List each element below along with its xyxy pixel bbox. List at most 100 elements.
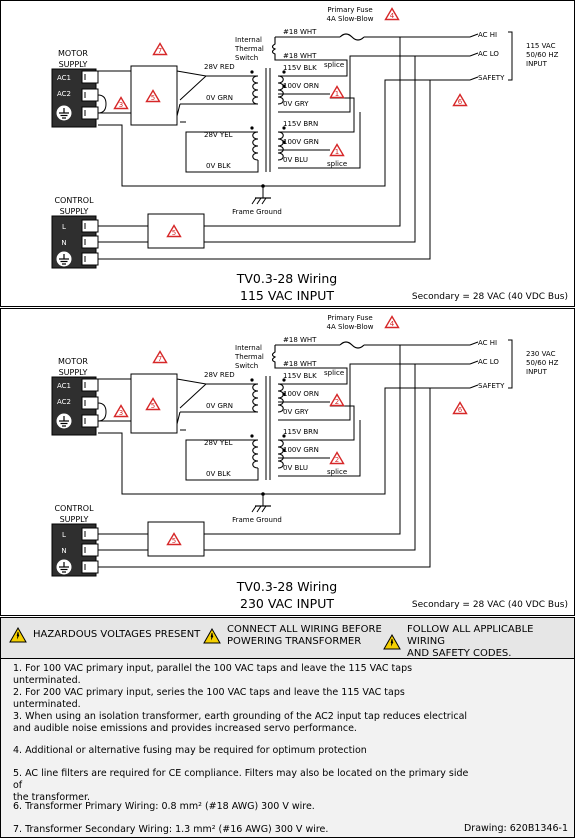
warning-line2: AND SAFETY CODES. — [407, 648, 512, 659]
note-marker-icon — [166, 532, 182, 546]
wire — [278, 367, 348, 385]
control-supply-label: CONTROL — [54, 504, 94, 513]
terminal-lead — [469, 360, 479, 365]
input-label: INPUT — [526, 368, 548, 376]
note-line: 2. For 200 VAC primary input, series the… — [13, 687, 405, 710]
wire-label: #18 WHT — [283, 336, 317, 344]
wire — [204, 344, 470, 535]
secondary-lead-label: 0V BLK — [206, 162, 231, 170]
control-pin-label: N — [61, 239, 66, 247]
screw-terminal — [81, 70, 99, 84]
motor-supply-label: MOTOR — [58, 357, 88, 366]
note-2: 2. For 200 VAC primary input, series the… — [13, 687, 473, 711]
caution-icon — [383, 634, 401, 650]
thermal-label: Switch — [235, 362, 258, 370]
note-marker-number: 7 — [158, 47, 162, 55]
note-5: 5. AC line filters are required for CE c… — [13, 768, 473, 804]
primary-lead-label: 100V ORN — [283, 82, 319, 90]
primary-lead-label: 115V BRN — [283, 428, 318, 436]
primary-lead-label: 115V BLK — [283, 372, 317, 380]
splice-label: splice — [327, 468, 347, 476]
primary-lead-label: 0V GRY — [283, 408, 309, 416]
primary-lead-label: 115V BLK — [283, 64, 317, 72]
thermal-switch-symbol — [271, 345, 282, 369]
note-line: 6. Transformer Primary Wiring: 0.8 mm² (… — [13, 801, 315, 812]
wire — [176, 70, 207, 77]
note-line: 4. Additional or alternative fusing may … — [13, 745, 367, 756]
primary-lead-label: 115V BRN — [283, 120, 318, 128]
junction-dot — [261, 184, 265, 188]
frame-ground-hatch — [251, 505, 257, 513]
splice-label: splice — [327, 160, 347, 168]
screw-terminal — [81, 543, 99, 557]
warning-line2: POWERING TRANSFORMER — [227, 636, 362, 647]
warning-line1: CONNECT ALL WIRING BEFORE — [227, 624, 382, 635]
note-marker-number: 5 — [151, 94, 155, 102]
warning-hazardous: HAZARDOUS VOLTAGES PRESENT — [9, 627, 200, 643]
transformer-winding — [277, 75, 284, 105]
fuse-symbol — [339, 341, 365, 349]
screw-terminal — [81, 560, 99, 574]
note-marker-icon — [329, 393, 345, 407]
note-marker-number: 5 — [151, 402, 155, 410]
note-marker-number: 3 — [119, 409, 123, 417]
wire — [204, 55, 470, 243]
note-marker-number: 5 — [172, 537, 176, 545]
thermal-label: Thermal — [234, 45, 264, 53]
secondary-lead-label: 28V YEL — [204, 439, 233, 447]
caution-icon — [203, 628, 221, 644]
note-marker-icon — [145, 397, 161, 411]
note-marker-number: 2 — [335, 456, 339, 464]
frame-ground-hatch — [251, 197, 257, 205]
screw-terminal — [81, 396, 99, 410]
motor-pin-label: AC2 — [57, 398, 71, 406]
diagram-title: TV0.3-28 Wiring — [236, 271, 337, 286]
polarity-dot — [282, 84, 286, 88]
note-marker-number: 7 — [158, 355, 162, 363]
terminal-label: SAFETY — [478, 74, 505, 82]
polarity-dot — [282, 448, 286, 452]
control-pin-label: L — [62, 223, 66, 231]
input-label: 50/60 HZ — [526, 359, 559, 367]
primary-lead-label: 0V BLU — [283, 464, 308, 472]
polarity-dot — [282, 126, 286, 130]
note-marker-number: 1 — [335, 90, 339, 98]
note-marker-number: 6 — [458, 406, 463, 414]
input-bracket — [508, 339, 513, 389]
note-marker-icon — [152, 350, 168, 364]
screw-terminal — [81, 88, 99, 102]
note-marker-icon — [329, 85, 345, 99]
polarity-dot — [250, 434, 254, 438]
warning-line1: FOLLOW ALL APPLICABLE WIRING — [407, 624, 534, 647]
input-label: 230 VAC — [526, 350, 556, 358]
terminal-lead — [469, 384, 479, 389]
transformer-winding — [252, 75, 259, 105]
note-line: the transformer. — [13, 792, 91, 803]
terminal-lead — [469, 33, 479, 38]
screw-terminal — [81, 414, 99, 428]
input-label: INPUT — [526, 60, 548, 68]
screw-terminal — [81, 252, 99, 266]
secondary-lead-label: 0V BLK — [206, 470, 231, 478]
note-line: 3. When using an isolation transformer, … — [13, 711, 468, 722]
polarity-dot — [282, 434, 286, 438]
diagram-subtitle: 115 VAC INPUT — [240, 288, 334, 303]
control-supply-label: CONTROL — [54, 196, 94, 205]
secondary-lead-label: 0V GRN — [206, 402, 233, 410]
wire — [176, 378, 207, 385]
motor-supply-label: SUPPLY — [59, 60, 88, 69]
diagram-title: TV0.3-28 Wiring — [236, 579, 337, 594]
control-pin-label: L — [62, 531, 66, 539]
wire-label: #18 WHT — [283, 52, 317, 60]
motor-supply-label: SUPPLY — [59, 368, 88, 377]
note-marker-number: 1 — [335, 148, 339, 156]
note-marker-number: 6 — [458, 98, 463, 106]
note-marker-icon — [113, 96, 129, 110]
wire — [278, 363, 470, 421]
fuse-label: 4A Slow-Blow — [327, 323, 374, 331]
motor-pin-label: AC2 — [57, 90, 71, 98]
note-marker-number: 5 — [172, 229, 176, 237]
